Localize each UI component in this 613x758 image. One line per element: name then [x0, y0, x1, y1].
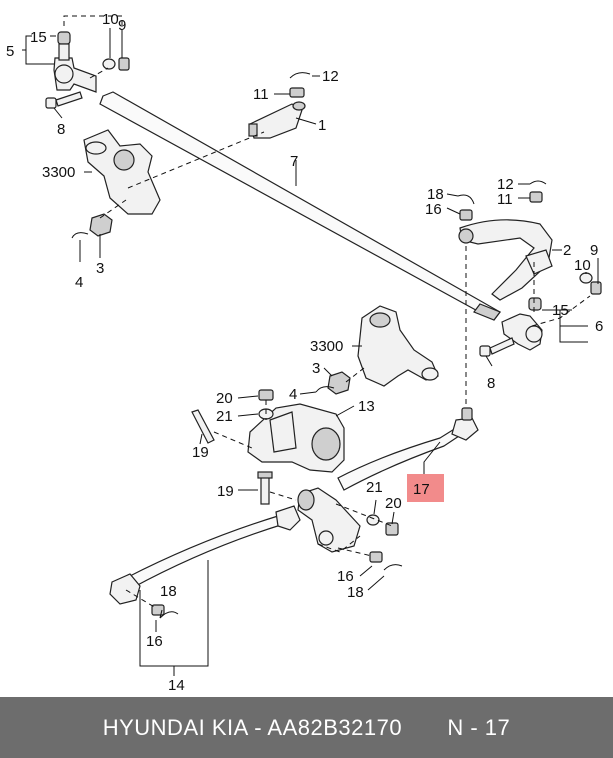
callout-18-lower: 18	[347, 584, 364, 601]
callout-13: 13	[358, 398, 375, 415]
bolt-8-right	[479, 337, 515, 357]
nut-10-right	[579, 272, 593, 284]
cotter-pin-4-right	[315, 386, 335, 393]
drag-link-17	[337, 407, 479, 491]
highlight-box-17	[407, 474, 444, 502]
leader-lines	[22, 28, 599, 676]
callout-20-top: 20	[216, 390, 233, 407]
callout-3300-right: 3300	[310, 338, 343, 355]
callout-3300-left: 3300	[42, 164, 75, 181]
callout-20-lower: 20	[385, 495, 402, 512]
part-number-footer: HYUNDAI KIA - AA82B32170 N - 17	[0, 697, 613, 758]
idler-bracket-13	[247, 403, 345, 473]
callout-21-top: 21	[216, 408, 233, 425]
pitman-arm	[458, 219, 553, 301]
cotter-pin-18-bottom-left	[159, 611, 179, 619]
callout-12-top: 12	[322, 68, 339, 85]
nut-9-top-left	[118, 57, 130, 71]
callout-16-bottom-left: 16	[146, 633, 163, 650]
callout-19-lower: 19	[217, 483, 234, 500]
callout-1: 1	[318, 117, 326, 134]
callout-2: 2	[563, 242, 571, 259]
callout-14: 14	[168, 677, 185, 694]
nut-3-left	[89, 213, 113, 237]
callout-21-lower: 21	[366, 479, 383, 496]
callout-16-right: 16	[425, 201, 442, 218]
bolt-19-top	[191, 409, 215, 444]
callout-11-right: 11	[497, 191, 513, 208]
nut-10-top-left	[102, 58, 116, 70]
nut-16-lower	[369, 551, 383, 563]
nut-16-bottom-left	[151, 604, 165, 616]
callout-16-lower: 16	[337, 568, 354, 585]
callout-15-right: 15	[552, 302, 569, 319]
tie-rod-end-1	[248, 101, 306, 139]
callout-10-right: 10	[574, 257, 591, 274]
callout-3-right: 3	[312, 360, 320, 377]
callout-12-right: 12	[497, 176, 514, 193]
callout-5: 5	[6, 43, 14, 60]
cotter-pin-12-right	[529, 180, 547, 185]
callout-6: 6	[595, 318, 603, 335]
callout-9-right: 9	[590, 242, 598, 259]
cotter-pin-12-top	[289, 72, 311, 79]
relay-rod-14	[109, 505, 301, 605]
nut-9-right	[590, 281, 602, 295]
bolt-19-lower	[257, 471, 273, 505]
callout-17: 17	[413, 481, 430, 498]
cotter-pin-4-left	[71, 232, 89, 239]
callout-15-top: 15	[30, 29, 47, 46]
callout-9-top: 9	[118, 17, 126, 34]
callout-4-left: 4	[75, 274, 83, 291]
cotter-pin-18-right	[457, 194, 475, 205]
knuckle-left	[83, 129, 161, 215]
cotter-pin-18-lower	[383, 564, 403, 571]
callout-10-top: 10	[102, 11, 119, 28]
footer-part-number: HYUNDAI KIA - AA82B32170	[102, 715, 403, 740]
washer-21-lower	[366, 514, 380, 526]
idler-arm	[297, 487, 361, 553]
tie-rod-shaft	[99, 91, 501, 321]
nut-20-top	[258, 389, 274, 401]
callout-7: 7	[290, 153, 298, 170]
callout-11-top: 11	[253, 86, 269, 103]
callout-8-top: 8	[57, 121, 65, 138]
callout-labels: 15 5 10 9 8 12 11 1 7 3300 3 4 18 16 12 …	[6, 11, 603, 694]
nut-3-right	[327, 371, 351, 395]
left-ball-joint	[53, 31, 97, 93]
footer-page-ref: N - 17	[447, 715, 511, 740]
callout-19-top: 19	[192, 444, 209, 461]
callout-8-right: 8	[487, 375, 495, 392]
callout-3-left: 3	[96, 260, 104, 277]
nut-11-top	[289, 87, 305, 98]
right-ball-joint	[501, 297, 543, 351]
callout-4-right: 4	[289, 386, 297, 403]
nut-16-right	[459, 209, 473, 221]
parts-diagram: 15 5 10 9 8 12 11 1 7 3300 3 4 18 16 12 …	[6, 11, 603, 694]
bolt-8-top-left	[45, 91, 83, 109]
knuckle-right	[357, 305, 439, 387]
callout-18-right: 18	[427, 186, 444, 203]
nut-11-right	[529, 191, 543, 203]
callout-18-bottom-left: 18	[160, 583, 177, 600]
